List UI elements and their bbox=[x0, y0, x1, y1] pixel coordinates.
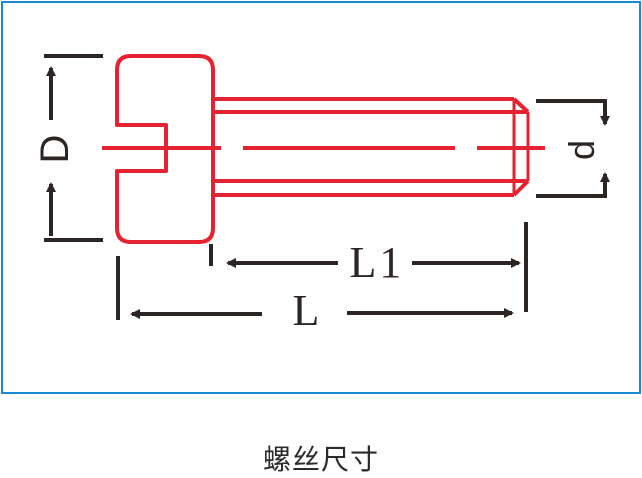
head-diameter-dimension bbox=[44, 54, 103, 242]
screw-head bbox=[115, 54, 215, 244]
thread-diameter-label: d bbox=[561, 140, 602, 160]
screw-thread bbox=[213, 97, 530, 197]
diagram-frame bbox=[1, 1, 641, 394]
head-diameter-label: D bbox=[33, 135, 77, 164]
diagram-caption: 螺丝尺寸 bbox=[262, 443, 379, 476]
screw-dimension-diagram: D d L1 L bbox=[33, 54, 610, 335]
length-dimensions bbox=[116, 222, 528, 320]
total-length-label: L bbox=[293, 286, 320, 335]
thread-diameter-dimension bbox=[536, 99, 610, 198]
thread-length-label: L1 bbox=[350, 238, 405, 287]
